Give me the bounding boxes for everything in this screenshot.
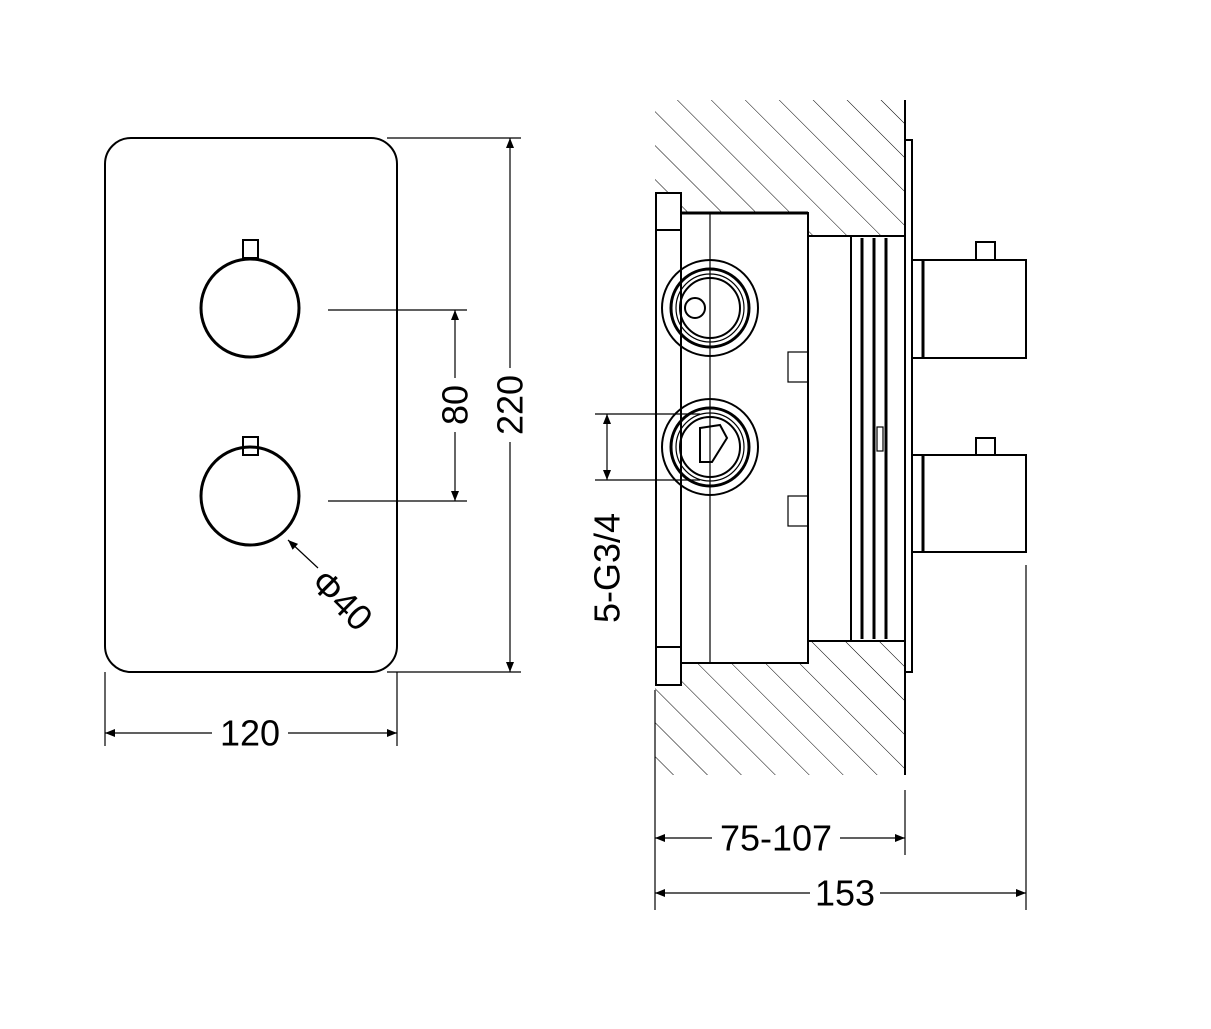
total-depth-label: 153 bbox=[815, 873, 875, 914]
knob-spacing-dimension: 80 bbox=[328, 309, 476, 502]
cover-plate bbox=[104, 137, 398, 673]
knob-diameter-label: Φ40 bbox=[303, 561, 381, 639]
height-label: 220 bbox=[490, 375, 531, 435]
width-dimension: 120 bbox=[104, 672, 398, 754]
upper-port bbox=[661, 259, 759, 357]
wall-depth-label: 75-107 bbox=[720, 818, 832, 859]
knob-spacing-label: 80 bbox=[435, 385, 476, 425]
side-view: 5-G3/4 75-107 153 bbox=[587, 100, 1027, 914]
valve-box bbox=[655, 192, 809, 686]
wall-depth-dimension: 75-107 bbox=[654, 690, 906, 910]
wall-plate bbox=[904, 139, 913, 673]
height-dimension: 220 bbox=[387, 137, 531, 673]
lower-port bbox=[661, 398, 759, 496]
width-label: 120 bbox=[220, 713, 280, 754]
connection-label: 5-G3/4 bbox=[587, 513, 628, 623]
front-view: 80 220 120 Φ40 bbox=[104, 137, 531, 754]
knob-diameter-dimension: Φ40 bbox=[287, 539, 381, 639]
upper-knob bbox=[199, 239, 301, 359]
wall-hatch bbox=[655, 100, 906, 775]
lower-knob bbox=[199, 436, 301, 547]
total-depth-dimension: 153 bbox=[655, 565, 1027, 914]
upper-side-knob bbox=[911, 241, 1027, 359]
lower-side-knob bbox=[911, 437, 1027, 553]
connection-dimension: 5-G3/4 bbox=[587, 413, 700, 623]
extension-sleeve bbox=[807, 235, 905, 642]
